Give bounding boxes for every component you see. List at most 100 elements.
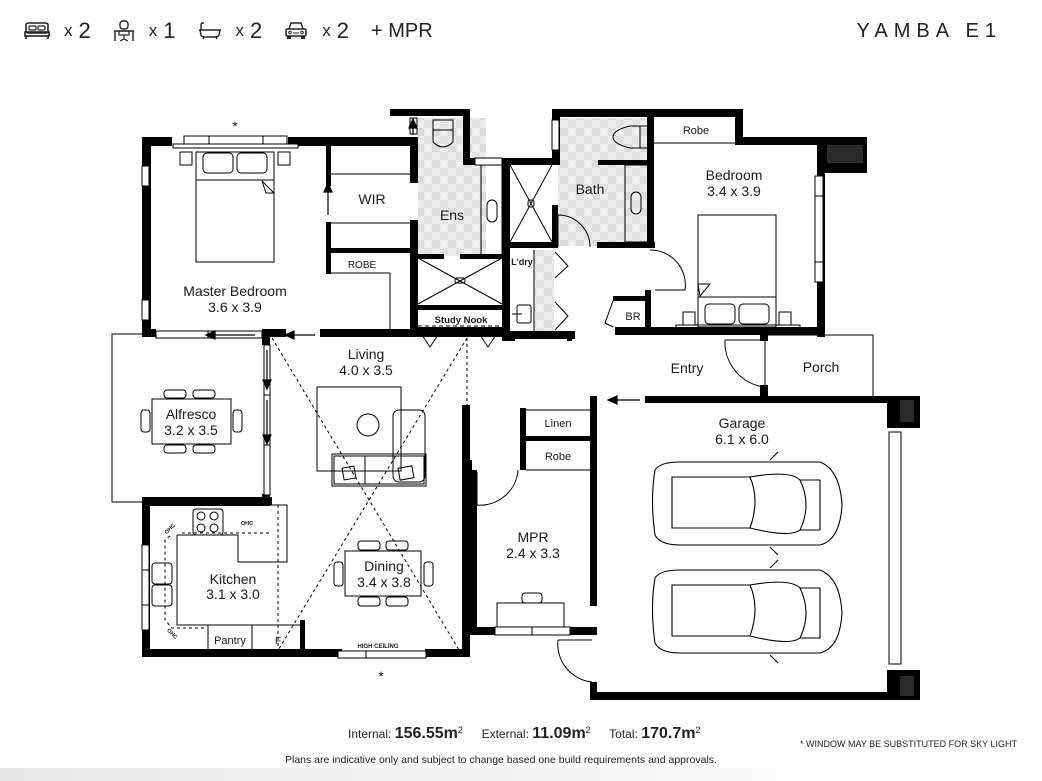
cars bbox=[651, 451, 843, 664]
room-name-mpr: MPR bbox=[517, 529, 548, 545]
feature-bathrooms: x 2 bbox=[198, 18, 263, 44]
room-labels: Master Bedroom 3.6 x 3.9 WIR ROBE Ens Ba… bbox=[164, 118, 839, 684]
room-name-porch: Porch bbox=[803, 359, 840, 375]
high-ceiling-label: HIGH CEILING bbox=[357, 644, 398, 650]
arrow-up-icon bbox=[323, 181, 333, 193]
arrow-up-icon bbox=[408, 117, 418, 129]
study-count: 1 bbox=[163, 18, 176, 43]
fixtures bbox=[140, 119, 801, 683]
room-name-entry: Entry bbox=[671, 360, 704, 376]
arrow-left-icon bbox=[606, 395, 618, 405]
skylight-note: * WINDOW MAY BE SUBSTITUTED FOR SKY LIGH… bbox=[800, 739, 1018, 749]
feature-summary: x 2 x 1 x 2 x 2 + MPR bbox=[24, 18, 455, 44]
garage-count: 2 bbox=[336, 18, 349, 43]
skylight-marker-top: * bbox=[232, 118, 238, 134]
room-name-kitchen: Kitchen bbox=[210, 571, 257, 587]
multiplier: x bbox=[148, 21, 158, 40]
total-value: 170.7m bbox=[641, 725, 696, 742]
ohc-label: OHC bbox=[164, 523, 177, 536]
room-size-master-bedroom: 3.6 x 3.9 bbox=[208, 299, 262, 315]
window-master-top bbox=[183, 135, 288, 145]
arrow-down-icon bbox=[262, 379, 272, 391]
multiplier: x bbox=[235, 21, 245, 40]
ohc-label: OHC bbox=[241, 521, 253, 527]
walls bbox=[142, 109, 920, 700]
room-name-ensuite: Ens bbox=[440, 207, 464, 223]
pier-garage-bottom bbox=[900, 676, 914, 696]
room-size-garage: 6.1 x 6.0 bbox=[715, 431, 769, 447]
internal-label: Internal: bbox=[348, 727, 392, 741]
room-name-robe-master: ROBE bbox=[348, 260, 377, 271]
plan-title: YAMBA E1 bbox=[856, 20, 1002, 42]
arrow-left-icon bbox=[204, 330, 216, 340]
room-name-bedroom: Bedroom bbox=[706, 167, 763, 183]
room-size-kitchen: 3.1 x 3.0 bbox=[206, 586, 260, 602]
room-name-linen: Linen bbox=[545, 418, 572, 430]
unit-sup: 2 bbox=[695, 725, 701, 735]
room-size-living: 4.0 x 3.5 bbox=[339, 362, 393, 378]
window-kitchen bbox=[141, 544, 150, 631]
window-master-left-1 bbox=[141, 165, 150, 187]
car-1 bbox=[651, 451, 843, 556]
room-name-living: Living bbox=[348, 346, 385, 362]
feature-bedrooms: x 2 bbox=[24, 18, 91, 44]
arrow-down-icon bbox=[262, 434, 272, 446]
window-bath bbox=[551, 119, 560, 151]
car-icon bbox=[284, 21, 308, 41]
arrows bbox=[204, 117, 640, 446]
room-name-alfresco: Alfresco bbox=[166, 406, 217, 422]
feature-mpr: + MPR bbox=[371, 20, 433, 43]
study-desk-icon bbox=[113, 20, 135, 42]
window-bedroom bbox=[814, 175, 824, 283]
bottom-fade bbox=[0, 768, 1042, 781]
room-name-robe-mpr: Robe bbox=[545, 451, 571, 463]
bath-floor bbox=[558, 118, 650, 246]
room-size-bedroom: 3.4 x 3.9 bbox=[707, 183, 761, 199]
pier-garage-top bbox=[900, 400, 914, 422]
room-name-br: BR bbox=[625, 311, 640, 323]
room-name-garage: Garage bbox=[719, 415, 766, 431]
laundry-floor bbox=[534, 250, 554, 332]
room-name-robe-bedroom: Robe bbox=[683, 125, 709, 137]
external-label: External: bbox=[481, 727, 529, 741]
garage-door bbox=[888, 431, 902, 665]
room-name-dining: Dining bbox=[364, 558, 404, 574]
bed-icon bbox=[24, 22, 50, 40]
ensuite-floor bbox=[418, 118, 486, 256]
room-name-bath: Bath bbox=[576, 181, 605, 197]
fridge-label: F bbox=[275, 636, 281, 647]
window-dining bbox=[337, 650, 427, 659]
pier-bedroom bbox=[827, 145, 863, 163]
ohc-label: OHC bbox=[165, 628, 178, 641]
master-bed bbox=[195, 179, 275, 263]
window-master-left-2 bbox=[141, 299, 150, 321]
bathroom-count: 2 bbox=[250, 18, 263, 43]
arrow-left-icon bbox=[283, 330, 295, 340]
mpr-extra: + MPR bbox=[371, 19, 433, 42]
bath-icon bbox=[198, 22, 222, 40]
dashed-lines bbox=[164, 337, 468, 656]
area-summary: Internal: 156.55m2 External: 11.09m2 Tot… bbox=[348, 725, 700, 743]
total-label: Total: bbox=[609, 727, 638, 741]
feature-garage: x 2 bbox=[284, 18, 349, 44]
unit-sup: 2 bbox=[457, 725, 463, 735]
room-size-alfresco: 3.2 x 3.5 bbox=[164, 422, 218, 438]
external-value: 11.09m bbox=[532, 725, 586, 742]
car-2 bbox=[651, 559, 843, 664]
window-shower bbox=[474, 157, 503, 166]
multiplier: x bbox=[64, 21, 73, 40]
room-name-pantry: Pantry bbox=[214, 635, 246, 647]
internal-value: 156.55m bbox=[394, 725, 458, 742]
bedroom-count: 2 bbox=[78, 18, 91, 43]
multiplier: x bbox=[322, 21, 331, 40]
room-size-mpr: 2.4 x 3.3 bbox=[506, 545, 560, 561]
header: x 2 x 1 x 2 x 2 + MPR YAMBA E1 bbox=[0, 0, 1042, 60]
room-size-dining: 3.4 x 3.8 bbox=[357, 574, 411, 590]
unit-sup: 2 bbox=[585, 725, 591, 735]
wet-areas bbox=[418, 118, 650, 332]
room-name-laundry: L'dry bbox=[511, 257, 533, 267]
room-name-master-bedroom: Master Bedroom bbox=[183, 283, 286, 299]
feature-study: x 1 bbox=[113, 18, 176, 44]
disclaimer: Plans are indicative only and subject to… bbox=[285, 754, 717, 766]
room-name-wir: WIR bbox=[358, 191, 385, 207]
